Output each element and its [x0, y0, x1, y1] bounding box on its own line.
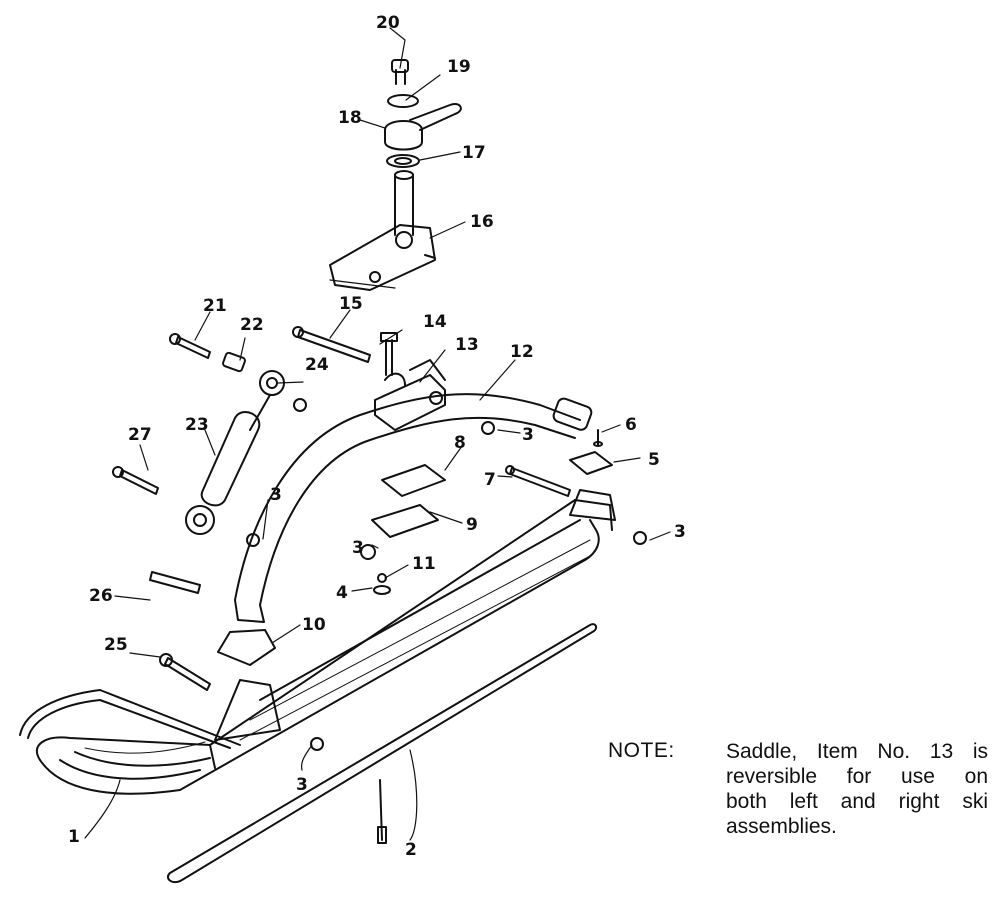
callout-13: 13	[455, 335, 479, 355]
leader-lines	[84, 27, 671, 841]
callout-23: 23	[185, 415, 209, 435]
callout-25: 25	[104, 635, 128, 655]
callout-2: 2	[405, 840, 417, 860]
callout-19: 19	[447, 57, 471, 77]
wear-bar	[166, 623, 598, 884]
note-line: assemblies.	[726, 815, 837, 838]
callout-14: 14	[423, 312, 447, 332]
brackets	[214, 489, 616, 741]
shock-absorber	[185, 370, 285, 535]
callout-8: 8	[454, 433, 466, 453]
note-line: both left and right ski	[726, 790, 988, 813]
callout-26: 26	[89, 586, 113, 606]
callout-3: 3	[522, 425, 534, 445]
note-line: reversible for use on	[726, 765, 988, 788]
saddle	[374, 359, 446, 431]
callout-11: 11	[412, 554, 436, 574]
callout-12: 12	[510, 342, 534, 362]
callout-3: 3	[674, 522, 686, 542]
callout-17: 17	[462, 143, 486, 163]
callout-1: 1	[68, 827, 80, 847]
callout-3: 3	[296, 775, 308, 795]
callout-27: 27	[128, 425, 152, 445]
note-line: Saddle, Item No. 13 is	[726, 740, 988, 763]
callout-9: 9	[466, 515, 478, 535]
callout-15: 15	[339, 294, 363, 314]
callout-18: 18	[338, 108, 362, 128]
callout-21: 21	[203, 296, 227, 316]
callout-6: 6	[625, 415, 637, 435]
callout-3: 3	[270, 485, 282, 505]
ski-body	[19, 499, 613, 795]
callout-7: 7	[484, 470, 496, 490]
callout-22: 22	[240, 315, 264, 335]
ski-spring	[234, 393, 593, 623]
note-label: NOTE:	[608, 739, 675, 762]
callout-24: 24	[305, 355, 329, 375]
callout-16: 16	[470, 212, 494, 232]
callout-4: 4	[336, 583, 348, 603]
callout-5: 5	[648, 450, 660, 470]
plates	[371, 429, 613, 538]
spindle-assembly	[329, 59, 462, 291]
callout-3: 3	[352, 538, 364, 558]
callout-20: 20	[376, 13, 400, 33]
bolts	[112, 326, 647, 751]
note-text: Saddle, Item No. 13 is reversible for us…	[726, 739, 988, 839]
callout-10: 10	[302, 615, 326, 635]
